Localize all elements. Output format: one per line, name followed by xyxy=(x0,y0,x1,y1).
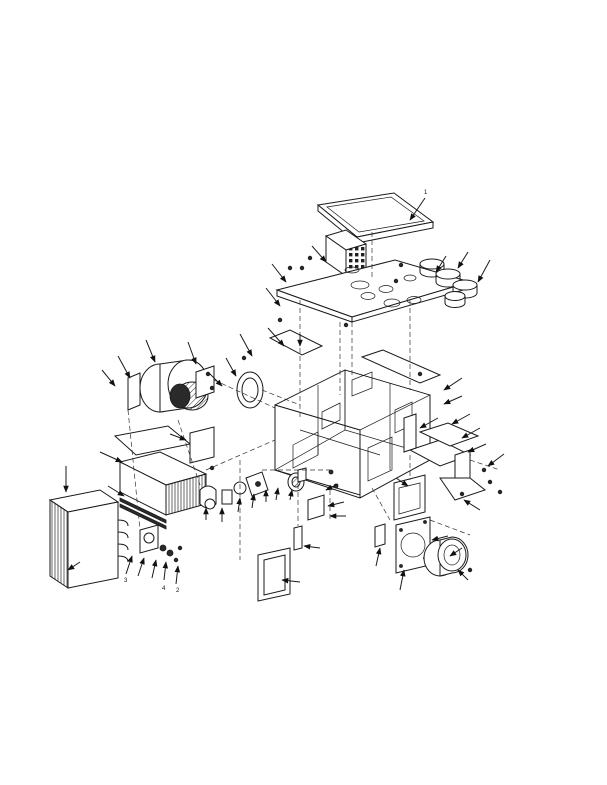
blower-assembly xyxy=(127,359,264,413)
callout-label-1: 1 xyxy=(424,190,428,196)
callout-label-4: 4 xyxy=(162,586,166,592)
top-cover-plate xyxy=(275,259,472,323)
assembly-centerlines xyxy=(127,232,501,560)
heater-coil xyxy=(48,425,215,589)
valve-piping xyxy=(199,467,325,551)
duct-caps xyxy=(419,258,478,308)
callout-label-3: 3 xyxy=(124,578,128,584)
callout-arrows xyxy=(63,197,505,591)
hardware-fasteners xyxy=(173,255,503,573)
callout-labels: 1 2 3 4 xyxy=(124,190,428,594)
lower-components xyxy=(257,474,469,602)
callout-label-2: 2 xyxy=(176,588,180,594)
